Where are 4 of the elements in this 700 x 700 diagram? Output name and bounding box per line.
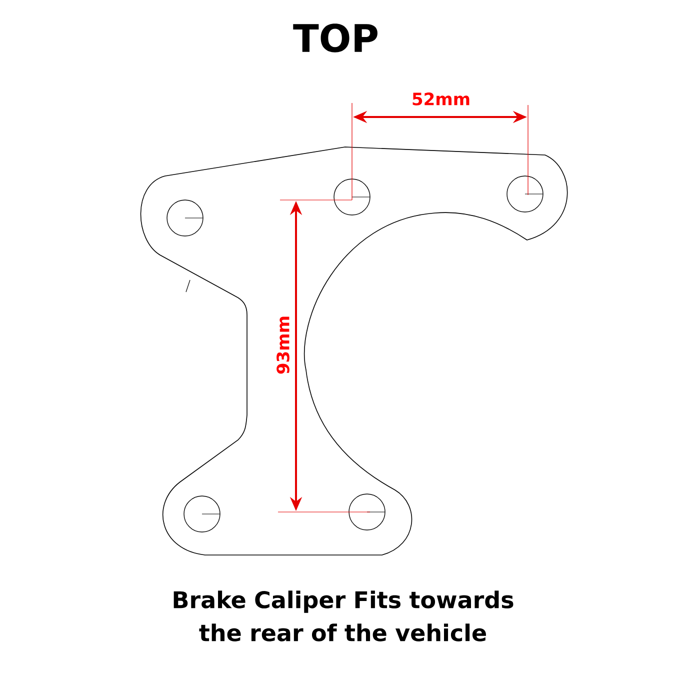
- title: TOP: [293, 24, 378, 52]
- caption: Brake Caliper Fits towards the rear of the vehicle: [174, 590, 514, 642]
- dimension-label: 93mm: [276, 316, 290, 374]
- dimension-label: 52mm: [412, 92, 470, 106]
